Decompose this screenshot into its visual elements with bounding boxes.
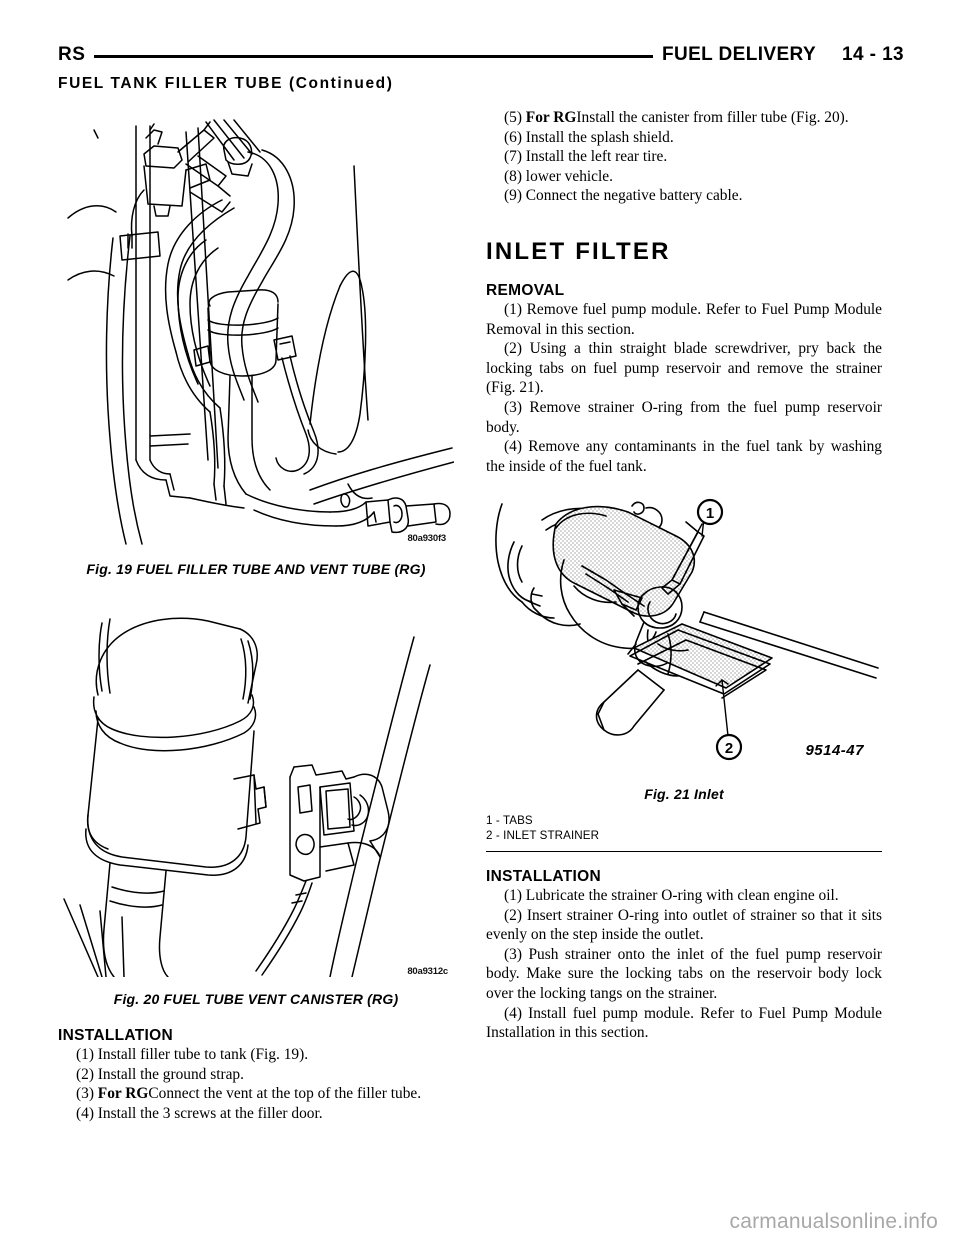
header-page-number: 14 - 13 bbox=[842, 44, 904, 65]
right-step-9: (9) Connect the negative battery cable. bbox=[504, 187, 743, 205]
removal-heading: REMOVAL bbox=[486, 281, 565, 299]
figure-20-id-code: 80a9312c bbox=[407, 966, 448, 977]
left-column: 80a930f3 Fig. 19 FUEL FILLER TUBE AND VE… bbox=[58, 108, 454, 1123]
svg-text:2: 2 bbox=[725, 740, 733, 757]
right-step5-rest: Install the canister from filler tube (F… bbox=[576, 109, 849, 126]
right-step-8: (8) lower vehicle. bbox=[504, 167, 613, 185]
svg-text:1: 1 bbox=[706, 505, 714, 522]
figure-19: 80a930f3 Fig. 19 FUEL FILLER TUBE AND VE… bbox=[58, 108, 454, 577]
right-installation-heading: INSTALLATION bbox=[486, 868, 601, 886]
figure-20: 80a9312c Fig. 20 FUEL TUBE VENT CANISTER… bbox=[58, 599, 454, 1007]
figure-20-caption: Fig. 20 FUEL TUBE VENT CANISTER (RG) bbox=[113, 991, 399, 1007]
figure-21-legend-item-1: 1 - TABS bbox=[486, 814, 533, 828]
figure-21-illustration: 1 2 bbox=[486, 484, 882, 775]
header-brand: RS bbox=[58, 44, 86, 65]
right-installation-step-1: (1) Lubricate the strainer O-ring with c… bbox=[504, 887, 839, 905]
left-installation-step-1: (1) Install filler tube to tank (Fig. 19… bbox=[76, 1046, 309, 1063]
left-step3-rest: Connect the vent at the top of the fille… bbox=[148, 1085, 422, 1103]
left-step3-number: (3) bbox=[76, 1085, 98, 1103]
figure-19-caption: Fig. 19 FUEL FILLER TUBE AND VENT TUBE (… bbox=[86, 561, 426, 577]
removal-step-2: (2) Using a thin straight blade screwdri… bbox=[486, 340, 882, 397]
left-installation-step-2: (2) Install the ground strap. bbox=[76, 1065, 244, 1083]
figure-21-caption: Fig. 21 Inlet bbox=[644, 786, 724, 803]
figure-21: 1 2 9514-47 Fig. 21 Inlet 1 - TABS 2 - I… bbox=[486, 484, 882, 853]
right-step5-number: (5) bbox=[504, 109, 526, 126]
right-step-7: (7) Install the left rear tire. bbox=[504, 148, 668, 166]
right-installation-step-4: (4) Install fuel pump module. Refer to F… bbox=[486, 1004, 882, 1042]
page-header: RS FUEL DELIVERY 14 - 13 bbox=[58, 40, 904, 70]
removal-step-3: (3) Remove strainer O-ring from the fuel… bbox=[486, 398, 882, 436]
continued-heading: FUEL TANK FILLER TUBE (Continued) bbox=[58, 75, 394, 92]
figure-19-illustration bbox=[58, 108, 454, 545]
left-installation-step-4: (4) Install the 3 screws at the filler d… bbox=[76, 1104, 323, 1122]
figure-20-illustration bbox=[58, 599, 454, 977]
left-step3-bold-prefix: For RG bbox=[97, 1085, 149, 1103]
figure-21-legend: 1 - TABS 2 - INLET STRAINER bbox=[486, 814, 882, 843]
right-column: (5) For RGInstall the canister from fill… bbox=[486, 108, 882, 1043]
right-installation-step-2: (2) Insert strainer O-ring into outlet o… bbox=[486, 906, 882, 944]
right-step-5: (5) For RGInstall the canister from fill… bbox=[486, 108, 882, 128]
left-installation-step-3: (3) For RGConnect the vent at the top of… bbox=[58, 1084, 454, 1104]
right-step5-bold-prefix: For RG bbox=[525, 109, 577, 126]
figure-21-id-code: 9514-47 bbox=[805, 742, 864, 760]
site-watermark: carmanualsonline.info bbox=[729, 1210, 938, 1233]
figure-21-legend-item-2: 2 - INLET STRAINER bbox=[486, 828, 600, 842]
figure-21-legend-rule bbox=[486, 850, 882, 853]
removal-step-4: (4) Remove any contaminants in the fuel … bbox=[486, 438, 882, 475]
inlet-filter-heading: INLET FILTER bbox=[486, 237, 671, 265]
header-section-title: FUEL DELIVERY bbox=[661, 44, 817, 65]
right-installation-step-3: (3) Push strainer onto the inlet of the … bbox=[486, 945, 882, 1003]
header-rule bbox=[94, 54, 653, 58]
removal-step-1: (1) Remove fuel pump module. Refer to Fu… bbox=[486, 300, 882, 338]
right-step-6: (6) Install the splash shield. bbox=[504, 128, 674, 146]
figure-19-id-code: 80a930f3 bbox=[407, 533, 446, 544]
left-installation-heading: INSTALLATION bbox=[58, 1027, 173, 1044]
